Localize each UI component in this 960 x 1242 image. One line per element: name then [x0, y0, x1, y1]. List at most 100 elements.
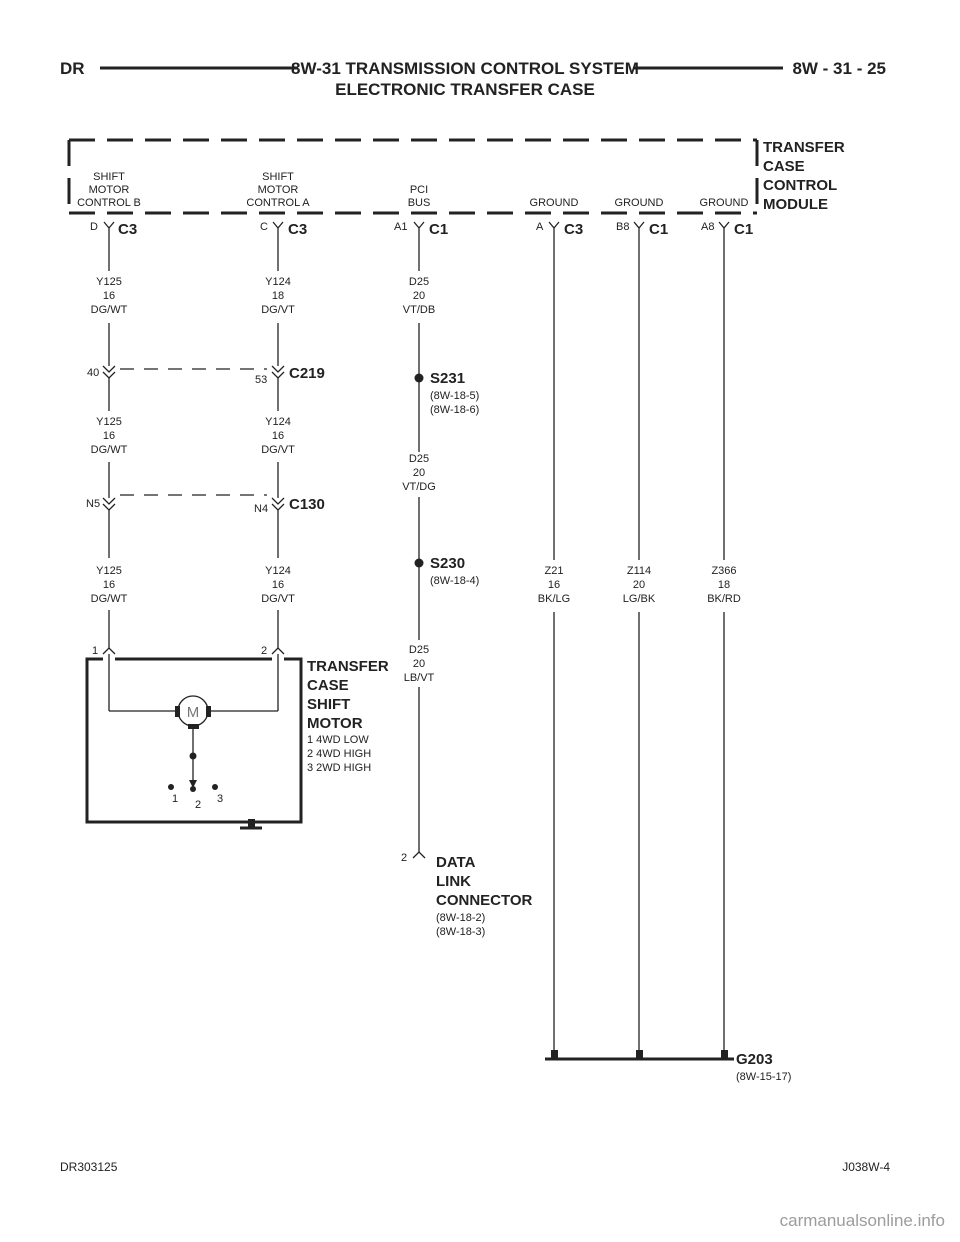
svg-text:CONTROL A: CONTROL A	[246, 197, 310, 209]
svg-text:TRANSFER: TRANSFER	[307, 658, 389, 675]
svg-text:BK/RD: BK/RD	[707, 593, 741, 605]
header-page-number: 8W - 31 - 25	[792, 59, 886, 78]
svg-text:CONNECTOR: CONNECTOR	[436, 892, 533, 909]
pin-a1: A1	[394, 221, 407, 233]
connector-c1-ground-a8: C1	[734, 221, 753, 238]
connector-c219	[102, 365, 285, 379]
switch-pivot	[189, 752, 197, 760]
svg-text:PCI: PCI	[410, 184, 428, 196]
svg-text:LB/VT: LB/VT	[404, 672, 435, 684]
wire-lines	[108, 232, 725, 1054]
wire-label-d25-middle: D25 20 VT/DG	[402, 453, 436, 493]
svg-text:MOTOR: MOTOR	[258, 184, 299, 196]
svg-text:Y125: Y125	[96, 565, 122, 577]
splice-s230-label: S230	[430, 555, 465, 572]
module-pin-symbols	[103, 221, 730, 232]
ground-g203-ref: (8W-15-17)	[736, 1071, 791, 1083]
svg-text:BK/LG: BK/LG	[538, 593, 570, 605]
svg-text:D25: D25	[409, 644, 429, 656]
svg-text:BUS: BUS	[408, 197, 431, 209]
terminal-label-shift-motor-control-a: SHIFT MOTOR CONTROL A	[246, 171, 310, 209]
ground-g203	[545, 1050, 734, 1061]
wire-label-z114: Z114 20 LG/BK	[623, 565, 656, 605]
svg-text:CASE: CASE	[307, 677, 349, 694]
connector-c3-b: C3	[118, 221, 137, 238]
wire-label-y124-lower: Y124 16 DG/VT	[261, 565, 295, 605]
pin-b8: B8	[616, 221, 629, 233]
svg-text:SHIFT: SHIFT	[93, 171, 125, 183]
svg-text:18: 18	[718, 579, 730, 591]
connector-c1-pci: C1	[429, 221, 448, 238]
svg-text:16: 16	[103, 579, 115, 591]
switch-positions: 1 2 3	[168, 784, 223, 811]
svg-text:3 2WD HIGH: 3 2WD HIGH	[307, 762, 371, 774]
c130-label: C130	[289, 496, 325, 513]
watermark-text: carmanualsonline.info	[780, 1211, 945, 1230]
c130-pin-n5: N5	[86, 498, 100, 510]
pin-c: C	[260, 221, 268, 233]
connector-c1-ground-b8: C1	[649, 221, 668, 238]
svg-text:16: 16	[103, 430, 115, 442]
svg-text:CASE: CASE	[763, 158, 805, 175]
svg-text:20: 20	[413, 290, 425, 302]
connector-c130	[102, 494, 285, 511]
wire-label-z21: Z21 16 BK/LG	[538, 565, 570, 605]
svg-text:TRANSFER: TRANSFER	[763, 139, 845, 156]
svg-text:2 4WD HIGH: 2 4WD HIGH	[307, 748, 371, 760]
svg-text:3: 3	[217, 793, 223, 805]
svg-text:VT/DG: VT/DG	[402, 481, 436, 493]
wire-label-y125-upper: Y125 16 DG/WT	[91, 276, 128, 316]
splice-s230-ref: (8W-18-4)	[430, 575, 479, 587]
svg-text:DG/WT: DG/WT	[91, 593, 128, 605]
svg-text:Z366: Z366	[711, 565, 736, 577]
pin-d: D	[90, 221, 98, 233]
dlc-name: DATA LINK CONNECTOR	[436, 854, 533, 909]
svg-text:DG/VT: DG/VT	[261, 304, 295, 316]
footer-diagram-id: DR303125	[60, 1160, 118, 1174]
ground-g203-label: G203	[736, 1051, 773, 1068]
c219-label: C219	[289, 365, 325, 382]
svg-text:MOTOR: MOTOR	[89, 184, 130, 196]
footer-figure-code: J038W-4	[842, 1160, 890, 1174]
svg-text:Y125: Y125	[96, 416, 122, 428]
wire-label-z366: Z366 18 BK/RD	[707, 565, 741, 605]
pin-a8: A8	[701, 221, 714, 233]
pin-a: A	[536, 221, 544, 233]
splice-s231-label: S231	[430, 370, 465, 387]
motor-pin-1: 1	[92, 645, 98, 657]
dlc-ref-1: (8W-18-2)	[436, 912, 485, 924]
svg-text:SHIFT: SHIFT	[307, 696, 350, 713]
svg-text:2: 2	[195, 799, 201, 811]
wire-label-y124-middle: Y124 16 DG/VT	[261, 416, 295, 456]
c130-pin-n4: N4	[254, 503, 268, 515]
connector-c3-ground: C3	[564, 221, 583, 238]
svg-text:LG/BK: LG/BK	[623, 593, 656, 605]
wire-label-y124-upper: Y124 18 DG/VT	[261, 276, 295, 316]
splice-s231-dot	[414, 373, 424, 383]
motor-symbol: M	[175, 695, 211, 729]
svg-text:LINK: LINK	[436, 873, 471, 890]
dlc-pin-2: 2	[401, 852, 407, 864]
svg-text:DG/WT: DG/WT	[91, 444, 128, 456]
wire-label-y125-middle: Y125 16 DG/WT	[91, 416, 128, 456]
svg-text:D25: D25	[409, 276, 429, 288]
svg-text:MOTOR: MOTOR	[307, 715, 363, 732]
svg-text:Y124: Y124	[265, 565, 291, 577]
wire-label-y125-lower: Y125 16 DG/WT	[91, 565, 128, 605]
svg-text:Y124: Y124	[265, 276, 291, 288]
wire-label-d25-upper: D25 20 VT/DB	[403, 276, 435, 316]
splice-s230-dot	[414, 558, 424, 568]
header-subtitle: ELECTRONIC TRANSFER CASE	[335, 80, 595, 99]
splice-s231-ref-1: (8W-18-5)	[430, 390, 479, 402]
transfer-case-shift-motor	[85, 654, 303, 824]
connector-c3-a: C3	[288, 221, 307, 238]
splice-s231-ref-2: (8W-18-6)	[430, 404, 479, 416]
svg-text:1 4WD LOW: 1 4WD LOW	[307, 734, 369, 746]
header-section-code: DR	[60, 59, 85, 78]
svg-text:Z21: Z21	[545, 565, 564, 577]
svg-text:Z114: Z114	[627, 565, 651, 577]
switch-arrow	[189, 780, 197, 788]
svg-text:DG/VT: DG/VT	[261, 593, 295, 605]
svg-text:18: 18	[272, 290, 284, 302]
